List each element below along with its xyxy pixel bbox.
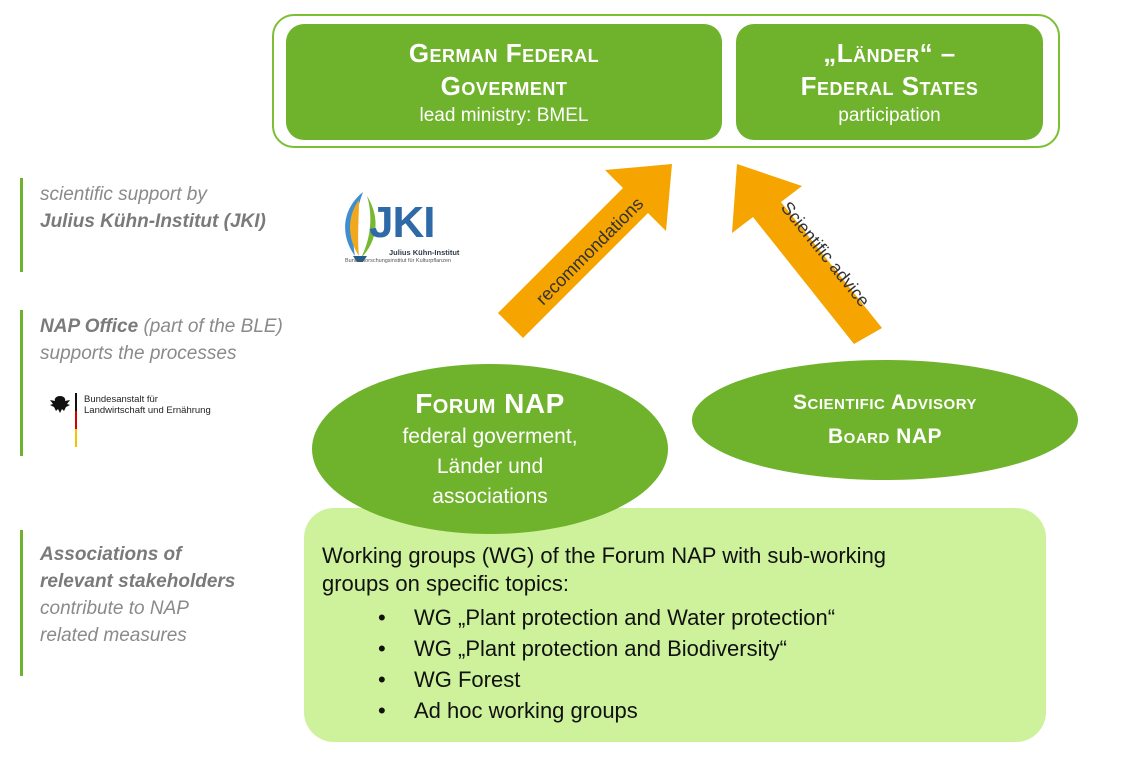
jki-support-line2: Julius Kühn-Institut (JKI) xyxy=(40,208,340,235)
federal-states-box: „Länder“ – Federal States participation xyxy=(736,24,1043,140)
advisory-board-title-line1: Scientific Advisory xyxy=(792,391,977,414)
jki-logo-mark: JKI xyxy=(369,198,435,247)
federal-states-title-line2: Federal States xyxy=(800,70,979,101)
working-groups-list: WG „Plant protection and Water protectio… xyxy=(322,602,1034,726)
associations-line3: contribute to NAP xyxy=(40,598,189,619)
ble-flag-black xyxy=(75,393,77,411)
ble-flag-red xyxy=(75,411,77,429)
federal-states-title-line1: „Länder“ – xyxy=(823,37,956,68)
associations-line1-text: Associations of xyxy=(40,544,182,565)
working-group-item: WG „Plant protection and Biodiversity“ xyxy=(378,633,1034,664)
working-groups-content: Working groups (WG) of the Forum NAP wit… xyxy=(322,542,1034,726)
jki-support-line1: scientific support by xyxy=(40,184,207,205)
forum-nap-line3: associations xyxy=(432,485,548,508)
nap-office-name: NAP Office xyxy=(40,316,139,337)
jki-logo-name: Julius Kühn-Institut xyxy=(389,248,460,257)
ble-logo-text: Bundesanstalt für Landwirtschaft und Ern… xyxy=(84,394,211,416)
federal-government-box: German Federal Goverment lead ministry: … xyxy=(286,24,722,140)
federal-eagle-icon xyxy=(50,396,70,413)
ble-flag-gold xyxy=(75,429,77,447)
associations-line2: relevant stakeholders xyxy=(40,568,310,595)
working-groups-intro-line1: Working groups (WG) of the Forum NAP wit… xyxy=(322,543,887,568)
ble-logo: Bundesanstalt für Landwirtschaft und Ern… xyxy=(48,392,248,452)
federal-government-title-line2: Goverment xyxy=(440,70,568,101)
federal-states-subtitle: participation xyxy=(838,104,941,126)
forum-nap-line1: federal goverment, xyxy=(402,425,578,448)
forum-nap-line2: Länder und xyxy=(436,455,544,478)
forum-nap-ellipse: Forum NAP federal goverment, Länder und … xyxy=(312,364,668,534)
nap-office-line1: NAP Office (part of the BLE) xyxy=(40,313,360,340)
nap-office-note: (part of the BLE) xyxy=(138,316,283,337)
associations-side-bar xyxy=(20,530,23,676)
nap-office-line2: supports the processes xyxy=(40,343,237,364)
working-groups-intro-line2: groups on specific topics: xyxy=(322,571,570,596)
forum-nap-title: Forum NAP xyxy=(415,388,565,419)
advisory-board-title-line2: Board NAP xyxy=(827,425,942,448)
jki-logo: JKI Julius Kühn-Institut Bundesforschung… xyxy=(333,186,467,270)
federal-government-title-line1: German Federal xyxy=(408,37,600,68)
ble-logo-line2: Landwirtschaft und Ernährung xyxy=(84,405,211,416)
nap-office-side-bar xyxy=(20,310,23,456)
associations-line1: Associations of xyxy=(40,541,310,568)
working-group-item: WG Forest xyxy=(378,664,1034,695)
recommendations-arrow xyxy=(498,164,672,338)
scientific-advisory-board-ellipse: Scientific Advisory Board NAP xyxy=(692,360,1078,480)
associations-line4: related measures xyxy=(40,625,187,646)
scientific-advice-arrow xyxy=(732,164,882,344)
jki-support-text: scientific support by Julius Kühn-Instit… xyxy=(40,181,340,235)
nap-office-text: NAP Office (part of the BLE) supports th… xyxy=(40,313,360,367)
jki-support-name: Julius Kühn-Institut (JKI) xyxy=(40,211,266,232)
associations-text: Associations of relevant stakeholders co… xyxy=(40,541,310,649)
ble-logo-line1: Bundesanstalt für xyxy=(84,394,158,405)
associations-line2-text: relevant stakeholders xyxy=(40,571,236,592)
working-group-item: Ad hoc working groups xyxy=(378,695,1034,726)
jki-side-bar xyxy=(20,178,23,272)
working-group-item: WG „Plant protection and Water protectio… xyxy=(378,602,1034,633)
federal-government-subtitle: lead ministry: BMEL xyxy=(419,104,589,126)
jki-logo-tagline: Bundesforschungsinstitut für Kulturpflan… xyxy=(345,258,452,264)
jki-leaf-icon xyxy=(345,192,376,262)
